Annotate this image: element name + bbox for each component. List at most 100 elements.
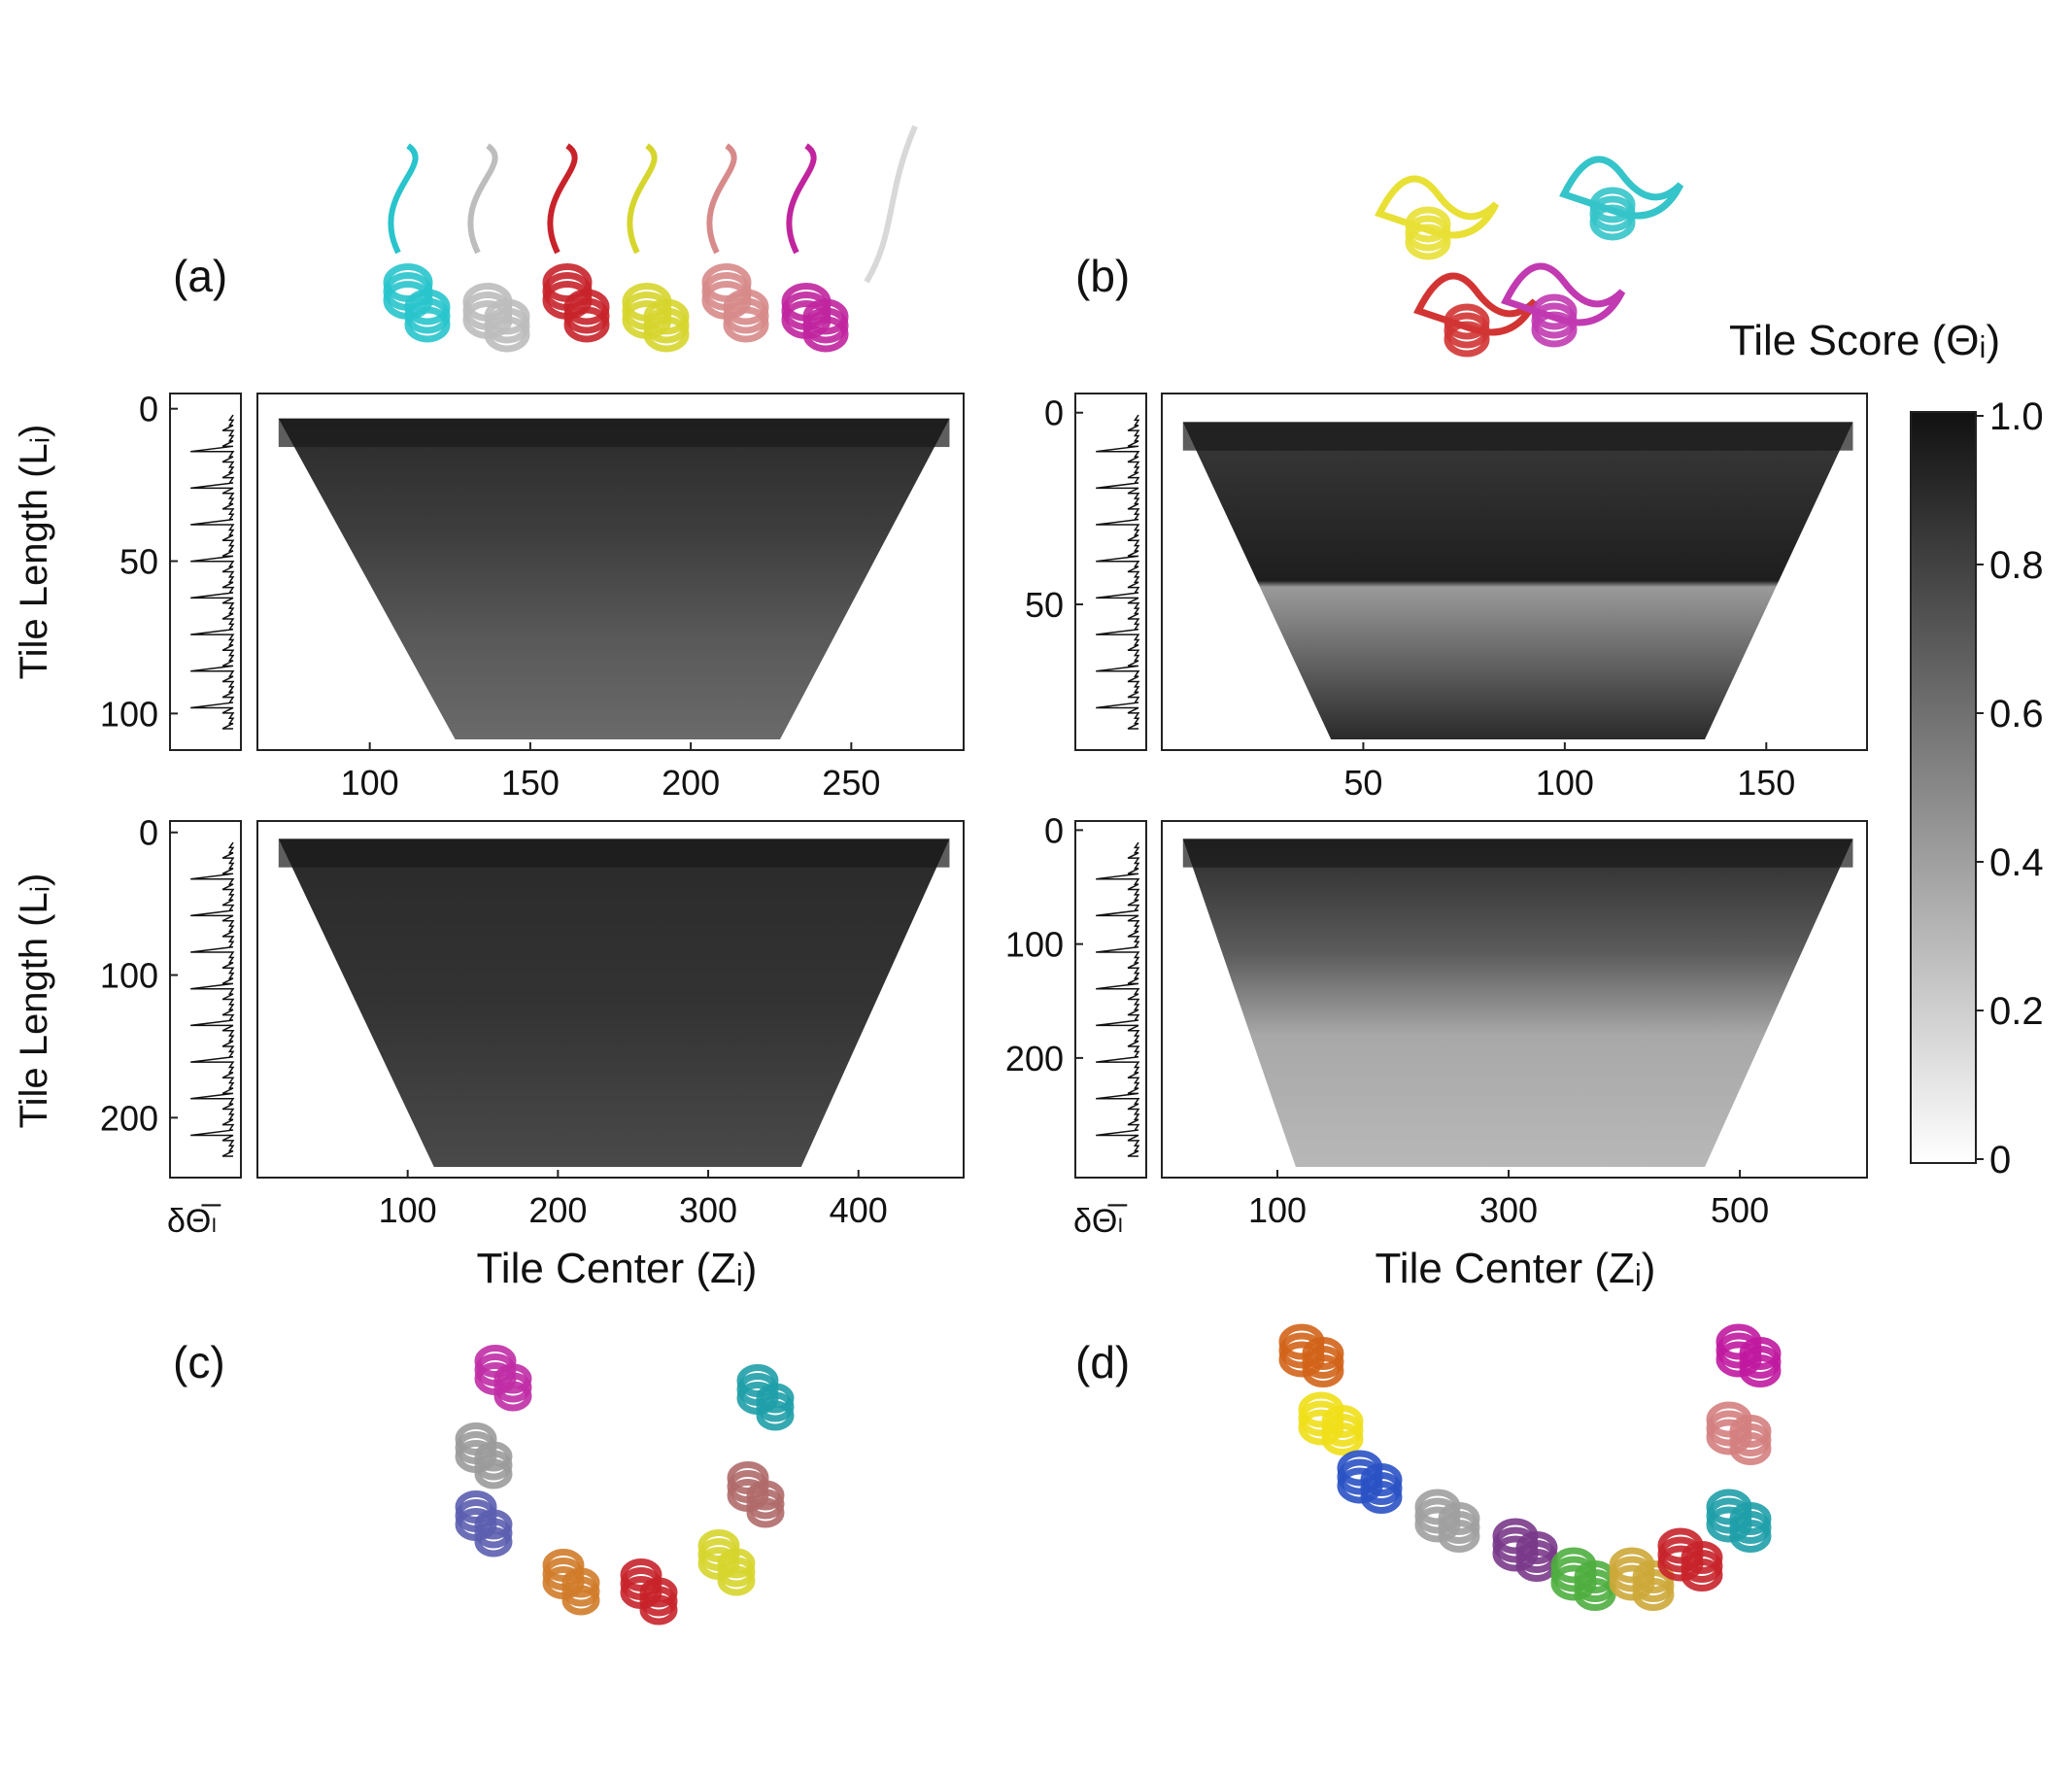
x-tick-label: 200 [528, 1190, 587, 1230]
protein-loop [547, 143, 578, 255]
helix-coil [1360, 1481, 1403, 1514]
helix-coil [1302, 1354, 1344, 1387]
helix-coil [756, 1400, 795, 1431]
protein-loop [786, 143, 817, 255]
side-plot-trace [1096, 841, 1140, 1157]
helix-coil [746, 1497, 785, 1528]
protein-loop [467, 143, 498, 255]
helix-coil [639, 1577, 678, 1608]
helix-coil [643, 316, 690, 353]
helix-coil [474, 1458, 513, 1489]
x-tick-label: 150 [501, 763, 560, 803]
panel-label-c: (c) [173, 1337, 225, 1387]
helix-coil [1739, 1354, 1782, 1387]
x-tick-label: 100 [379, 1190, 437, 1230]
protein-domain [1559, 155, 1684, 220]
x-tick-label: 200 [662, 763, 720, 803]
x-tick-label: 300 [679, 1190, 737, 1230]
colorbar-tick-label: 0.6 [1989, 693, 2044, 736]
protein-domain [1375, 175, 1500, 239]
heatmap-tile-scores [1182, 839, 1853, 1167]
x-axis-title-left: Tile Center (Zᵢ) [477, 1245, 758, 1292]
helix-coil [474, 1450, 513, 1481]
x-tick-label: 250 [822, 763, 880, 803]
side-plot-trace [190, 414, 235, 730]
helix-coil [1681, 1558, 1723, 1592]
helix-coil [563, 306, 610, 343]
side-plot-trace [1096, 414, 1140, 730]
helix-coil [474, 1441, 513, 1472]
y-tick-label: 200 [1005, 1039, 1064, 1078]
y-axis-title-c: Tile Length (Lᵢ) [13, 873, 55, 1129]
protein-structure-b [1375, 155, 1684, 358]
heatmap-tile-scores [278, 418, 950, 739]
x-tick-label: 50 [1343, 763, 1382, 803]
colorbar-title: Tile Score (Θᵢ) [1729, 317, 2000, 364]
helix-coil [802, 316, 849, 353]
helix-coil [1405, 223, 1451, 260]
helix-coil [717, 1548, 756, 1579]
helix-coil [561, 1567, 600, 1598]
heatmap-top-band [278, 418, 950, 448]
y-tick-label: 100 [100, 694, 158, 734]
x-tick-label: 100 [1536, 763, 1594, 803]
x-tick-label: 400 [830, 1190, 888, 1230]
side-plot-trace [190, 841, 235, 1157]
helix-coil [484, 316, 530, 353]
y-tick-label: 0 [1044, 394, 1064, 433]
helix-coil [639, 1586, 678, 1617]
y-tick-label: 100 [1005, 925, 1064, 965]
helix-coil [1438, 1520, 1480, 1553]
helix-coil [1444, 321, 1490, 358]
helix-coil [561, 1576, 600, 1607]
protein-loop [706, 143, 737, 255]
x-axis-title-right: Tile Center (Zᵢ) [1376, 1245, 1656, 1292]
helix-coil [1729, 1432, 1772, 1465]
helix-coil [1531, 311, 1578, 348]
helix-coil [404, 306, 451, 343]
helix-coil [474, 1518, 513, 1549]
colorbar-tick-label: 0.4 [1989, 841, 2044, 884]
x-tick-label: 100 [1248, 1190, 1307, 1230]
y-tick-label: 100 [100, 956, 158, 996]
helix-coil [1321, 1422, 1364, 1455]
helix-coil [1589, 204, 1636, 241]
heatmap-top-band [1182, 839, 1853, 868]
heatmap-top-band [1182, 422, 1853, 451]
heatmap-tile-scores [278, 839, 950, 1167]
panel-label-b: (b) [1075, 251, 1130, 301]
protein-structure-d [1278, 1323, 1782, 1611]
x-tick-label: 300 [1479, 1190, 1538, 1230]
protein-structure-a [383, 124, 918, 353]
colorbar-tick-label: 1.0 [1989, 395, 2044, 438]
protein-loop [627, 143, 658, 255]
panel-label-d: (d) [1075, 1337, 1130, 1387]
colorbar [1910, 411, 1977, 1164]
helix-coil [493, 1363, 532, 1394]
protein-domain [1413, 272, 1539, 336]
heatmap-top-band [278, 839, 950, 868]
y-tick-label: 0 [139, 813, 158, 853]
helix-coil [723, 306, 769, 343]
panel-label-a: (a) [173, 251, 227, 301]
side-plot-label-d: δΘ̅ₗ [1073, 1203, 1127, 1240]
helix-coil [639, 1594, 678, 1626]
helix-coil [746, 1489, 785, 1520]
helix-coil [1632, 1578, 1675, 1611]
colorbar-tick-label: 0 [1989, 1139, 2011, 1181]
y-tick-label: 50 [119, 542, 158, 582]
helix-coil [717, 1557, 756, 1588]
colorbar-ticks: 1.00.80.60.40.20 [1976, 395, 2044, 1181]
helix-coil [1729, 1520, 1772, 1553]
helix-coil [474, 1509, 513, 1540]
heatmap-tile-scores [1182, 422, 1853, 739]
y-tick-label: 0 [1044, 810, 1064, 850]
y-tick-label: 0 [139, 390, 158, 429]
protein-domain [1501, 262, 1626, 326]
